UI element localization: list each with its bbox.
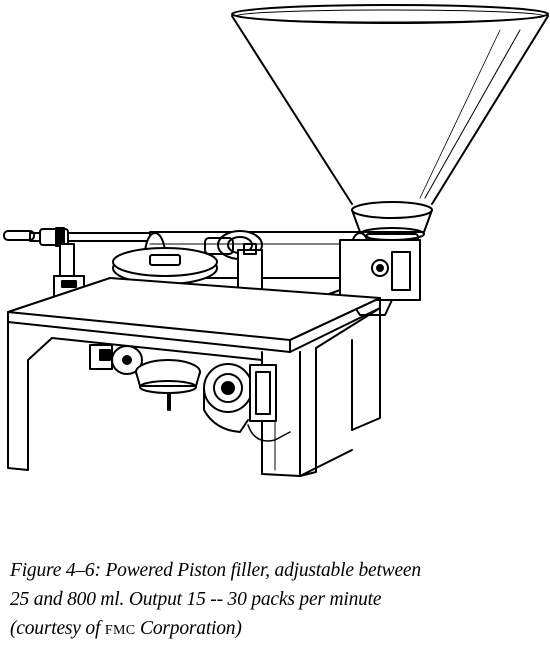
caption-org-name: FMC	[104, 623, 136, 638]
caption-courtesy-suffix: Corporation)	[135, 618, 242, 639]
figure-illustration	[3, 4, 549, 477]
hopper-neck	[351, 201, 433, 219]
motor-assembly	[89, 344, 201, 411]
caption-line-2: 25 and 800 ml. Output 15 -- 30 packs per…	[10, 589, 382, 610]
table-top	[7, 277, 381, 353]
hopper	[231, 4, 549, 263]
drive-rod	[3, 227, 161, 247]
piston-filler-drawing	[3, 4, 549, 477]
caption-line-3: (courtesy of FMC Corporation)	[10, 614, 540, 645]
caption-line-1: Figure 4–6: Powered Piston filler, adjus…	[10, 560, 421, 581]
gearbox	[203, 363, 291, 442]
figure-caption: Figure 4–6: Powered Piston filler, adjus…	[10, 556, 540, 645]
caption-courtesy-prefix: (courtesy of	[10, 618, 105, 639]
hopper-rim	[231, 4, 549, 24]
table-base	[7, 307, 381, 477]
